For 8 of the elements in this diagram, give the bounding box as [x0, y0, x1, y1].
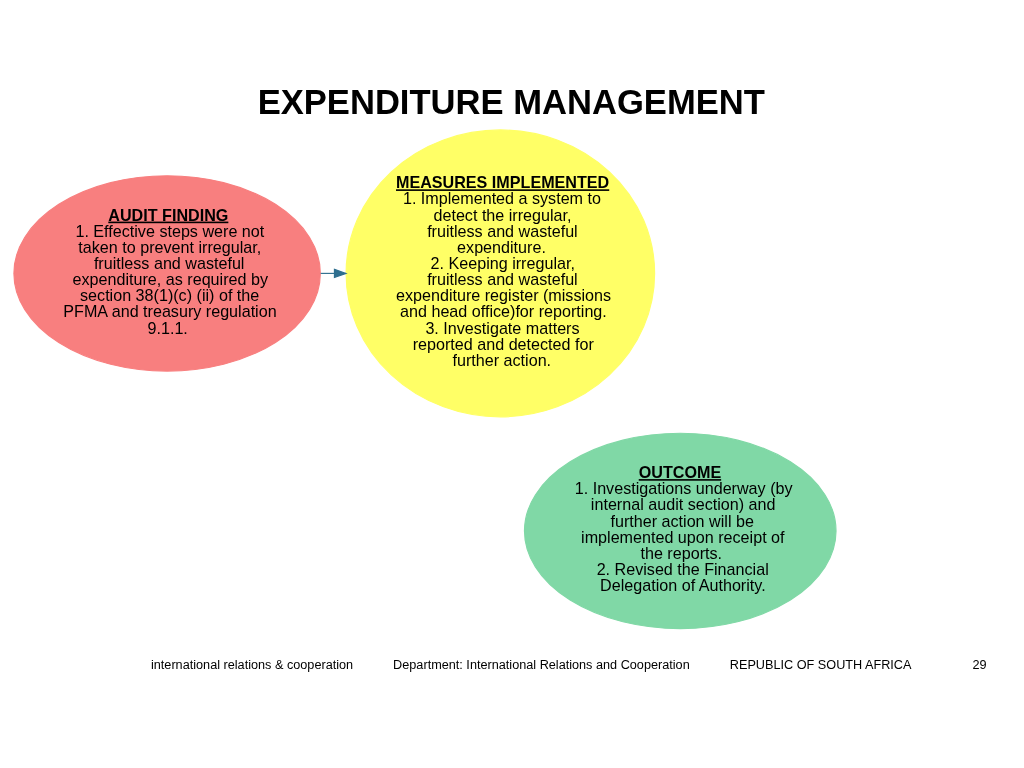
label: Department: International Relations and Cooperation — [392, 657, 690, 672]
label: 29 — [972, 657, 987, 672]
node-circle: MEASURES IMPLEMENTED 1. Implemented a system to detect the irregular, fruitless and wasteful expenditure. 2. Keeping irregular, fruitless and wasteful expenditure register (missions and head office)for reporting. 3. Investigate matters reported and detected for further action. — [345, 128, 655, 417]
node-ellipse: OUTCOME 1. Investigations underway (by internal audit section) and further action will be implemented upon receipt of the reports. 2. Revised the Financial Delegation of Authority. — [523, 432, 837, 629]
node-ellipse: AUDIT FINDING 1. Effective steps were not taken to prevent irregular, fruitless and wasteful expenditure, as required by section 38(1)(c) (ii) of the PFMA and treasury regulation 9.1.1. — [12, 174, 321, 372]
label: REPUBLIC OF SOUTH AFRICA — [729, 657, 911, 672]
label: international relations & cooperation — [150, 657, 353, 672]
diagram-title: EXPENDITURE MANAGEMENT — [257, 82, 765, 121]
